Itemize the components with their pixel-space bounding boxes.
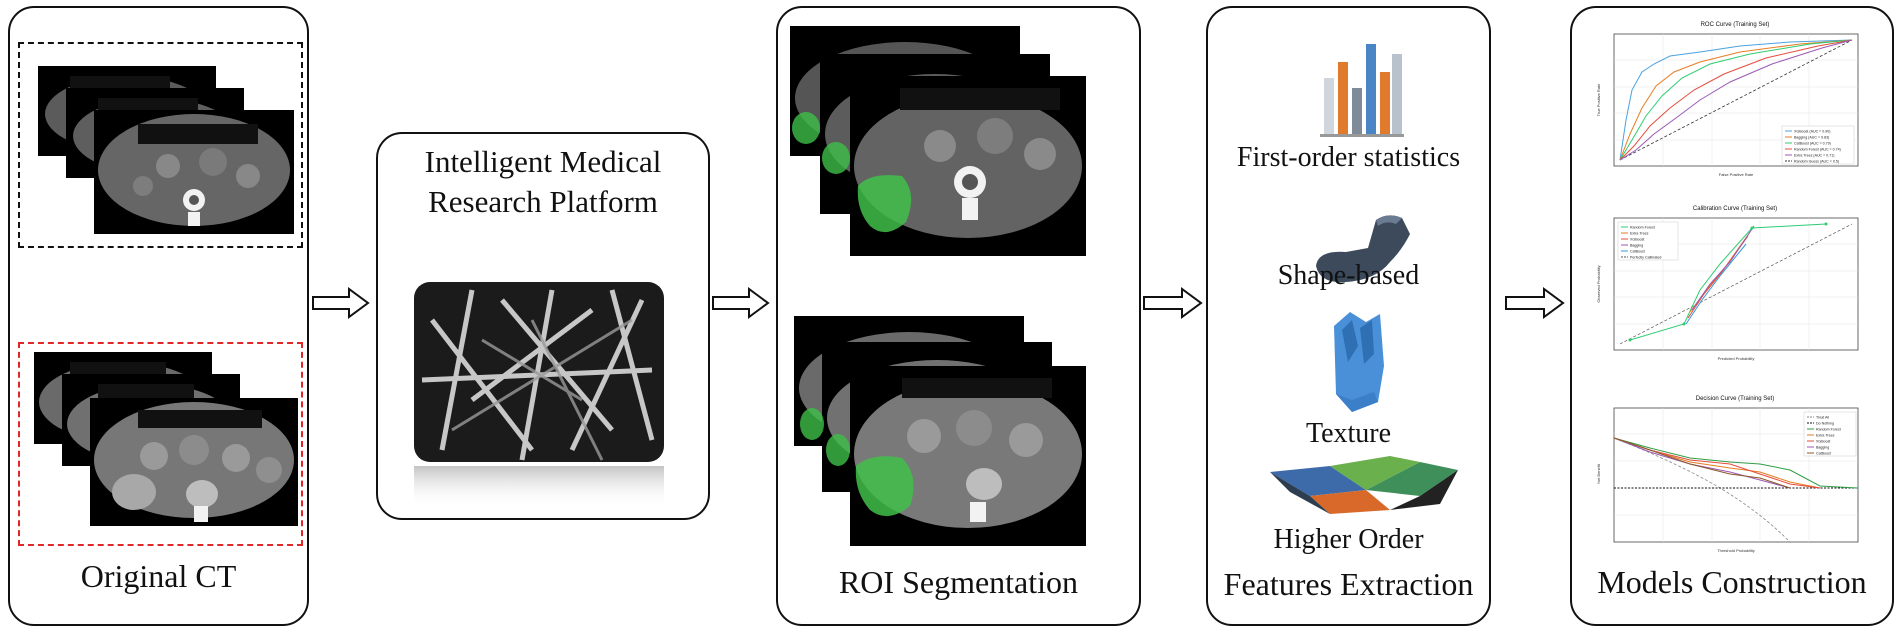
dca-legend-6: CatBoost [1816, 451, 1831, 455]
flow-arrow-2 [712, 287, 770, 319]
cal-legend-4: CatBoost [1630, 249, 1645, 253]
dca-legend-2: Random Forest [1816, 427, 1841, 431]
wavelet-icon [1270, 456, 1458, 514]
flow-arrow-1 [312, 287, 370, 319]
roc-xlabel: False Positive Rate [1719, 172, 1754, 177]
calibration-plot-title: Calibration Curve (Training Set) [1692, 206, 1778, 212]
dca-legend-1: Do Nothing [1816, 421, 1834, 425]
plain-ct-slices [38, 66, 294, 234]
platform-title-line1: Intelligent Medical [424, 144, 662, 179]
original-ct-panel: Original CT [8, 6, 309, 626]
roi-label: ROI Segmentation [838, 564, 1079, 600]
decision-plot-title: Decision Curve (Training Set) [1695, 396, 1775, 402]
roc-plot-area: XGBoost (AUC = 0.90) Bagging (AUC = 0.83… [1596, 33, 1859, 177]
cal-xlabel: Predicted Probability [1718, 356, 1755, 361]
texture-icon [1334, 312, 1384, 412]
platform-panel: Intelligent Medical Research Platform [376, 132, 710, 520]
models-label: Models Construction [1597, 564, 1867, 600]
roc-legend-5: Random Guess (AUC = 0.5) [1794, 159, 1839, 163]
roc-legend-1: Bagging (AUC = 0.83) [1794, 135, 1829, 139]
features-label: Features Extraction [1223, 566, 1474, 602]
platform-title-line2: Research Platform [428, 184, 658, 219]
feature-higher-order: Higher Order [1273, 524, 1424, 555]
dca-legend-3: Extra Trees [1816, 433, 1835, 437]
cal-legend-2: XGBoost [1630, 237, 1644, 241]
dca-legend-0: Treat All [1816, 415, 1829, 419]
contrast-ct-slices [34, 352, 298, 526]
cal-legend-0: Random Forest [1630, 225, 1655, 229]
roi-panel: ROI Segmentation [776, 6, 1141, 626]
cal-legend-3: Bagging [1630, 243, 1643, 247]
shape-icon [1316, 215, 1410, 283]
original-ct-label: Original CT [80, 558, 237, 594]
features-panel: First-order statistics Shape-based Textu… [1206, 6, 1491, 626]
calibration-plot: Calibration Curve (Training Set) Random … [1590, 206, 1880, 376]
platform-image [414, 282, 664, 508]
dca-xlabel: Threshold Probability [1717, 548, 1755, 553]
dca-legend-5: Bagging [1816, 445, 1829, 449]
roi-bottom-slices [794, 316, 1086, 546]
decision-plot-area: Treat All Do Nothing Random Forest Extra… [1596, 407, 1859, 553]
decision-plot: Decision Curve (Training Set) Treat All … [1590, 396, 1880, 568]
roc-ylabel: True Positive Rate [1596, 83, 1601, 117]
feature-shape-based: Shape-based [1277, 260, 1420, 291]
roc-plot: ROC Curve (Training Set) XGBoost (AUC = … [1590, 22, 1880, 192]
cal-ylabel: Observed Probability [1596, 265, 1601, 302]
flow-arrow-4 [1505, 287, 1565, 319]
roi-top-slices [790, 26, 1086, 256]
contrast-ct-stack [34, 352, 302, 535]
dca-ylabel: Net Benefit [1596, 463, 1601, 484]
roc-legend-3: Random Forest (AUC = 0.74) [1794, 147, 1841, 151]
models-panel: ROC Curve (Training Set) XGBoost (AUC = … [1570, 6, 1894, 626]
roc-legend-4: Extra Trees (AUC = 0.71) [1794, 153, 1834, 157]
plain-ct-dashed-box [18, 42, 303, 248]
flow-arrow-3 [1143, 287, 1203, 319]
roc-legend-2: CatBoost (AUC = 0.79) [1794, 141, 1831, 145]
dca-legend-4: XGBoost [1816, 439, 1830, 443]
cal-legend-5: Perfectly Calibrated [1630, 255, 1661, 259]
feature-texture: Texture [1305, 418, 1392, 449]
bar-chart-icon [1320, 44, 1404, 137]
cal-legend-1: Extra Trees [1630, 231, 1649, 235]
contrast-ct-dashed-box [18, 342, 303, 546]
plain-ct-stack [38, 66, 298, 243]
roc-legend-0: XGBoost (AUC = 0.90) [1794, 129, 1830, 133]
roc-plot-title: ROC Curve (Training Set) [1700, 22, 1770, 28]
platform-title: Intelligent Medical Research Platform [378, 142, 708, 222]
feature-first-order: First-order statistics [1236, 142, 1461, 173]
calibration-plot-area: Random Forest Extra Trees XGBoost Baggin… [1596, 217, 1859, 361]
